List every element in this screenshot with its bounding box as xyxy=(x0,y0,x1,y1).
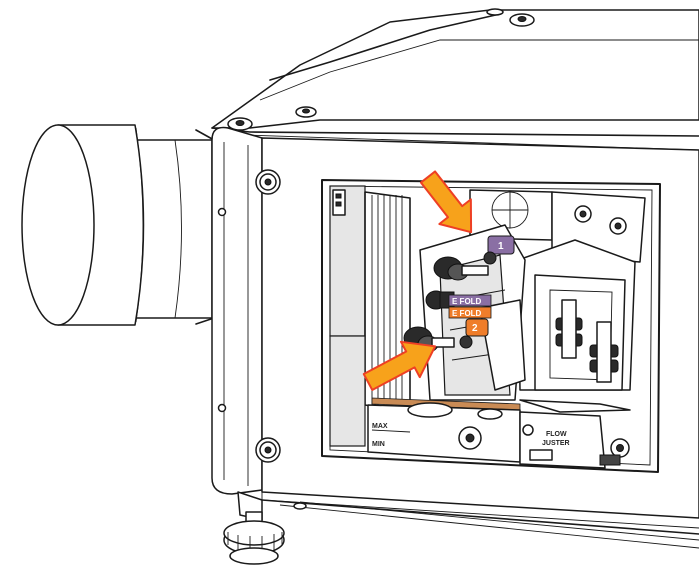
panel-screw-bottom xyxy=(255,437,281,463)
adjustable-foot xyxy=(223,491,285,565)
flow-adjuster: FLOW JUSTER xyxy=(519,399,631,469)
upper-tag-number: 1 xyxy=(498,241,504,252)
lens-barrel xyxy=(21,124,215,326)
top-screw-far xyxy=(486,8,504,16)
arrow-lower xyxy=(362,340,437,391)
fold-label-upper: E FOLD xyxy=(452,297,482,306)
knob-upper xyxy=(433,256,489,281)
orange-coupling: 2 xyxy=(459,318,489,349)
hose-clip-right xyxy=(589,321,619,383)
panel-screw-top xyxy=(255,169,281,195)
fold-label-stack: E FOLD E FOLD xyxy=(448,294,492,319)
hose-clip-left xyxy=(555,299,583,359)
heatsink-fins xyxy=(329,185,411,447)
flow-label-2: JUSTER xyxy=(542,440,570,447)
fold-label-lower: E FOLD xyxy=(452,309,482,318)
arrow-upper xyxy=(419,170,473,234)
top-screw-right xyxy=(509,13,535,27)
lower-tag-number: 2 xyxy=(472,323,478,334)
flow-label-1: FLOW xyxy=(546,431,567,438)
top-screw-mid xyxy=(295,106,317,118)
min-label: MIN xyxy=(372,441,385,448)
frame-screw-b xyxy=(609,217,627,235)
max-label: MAX xyxy=(372,423,388,430)
rear-foot xyxy=(293,502,307,510)
purple-coupling: 1 xyxy=(483,235,515,265)
frame-screw-a xyxy=(574,205,592,223)
top-screw-left xyxy=(227,117,253,131)
bezel-pin-upper xyxy=(217,207,227,217)
bezel-pin-lower xyxy=(217,403,227,413)
front-bezel xyxy=(211,126,263,495)
coolant-reservoir: MAX MIN xyxy=(367,402,521,463)
lower-right-fitting xyxy=(599,438,630,466)
